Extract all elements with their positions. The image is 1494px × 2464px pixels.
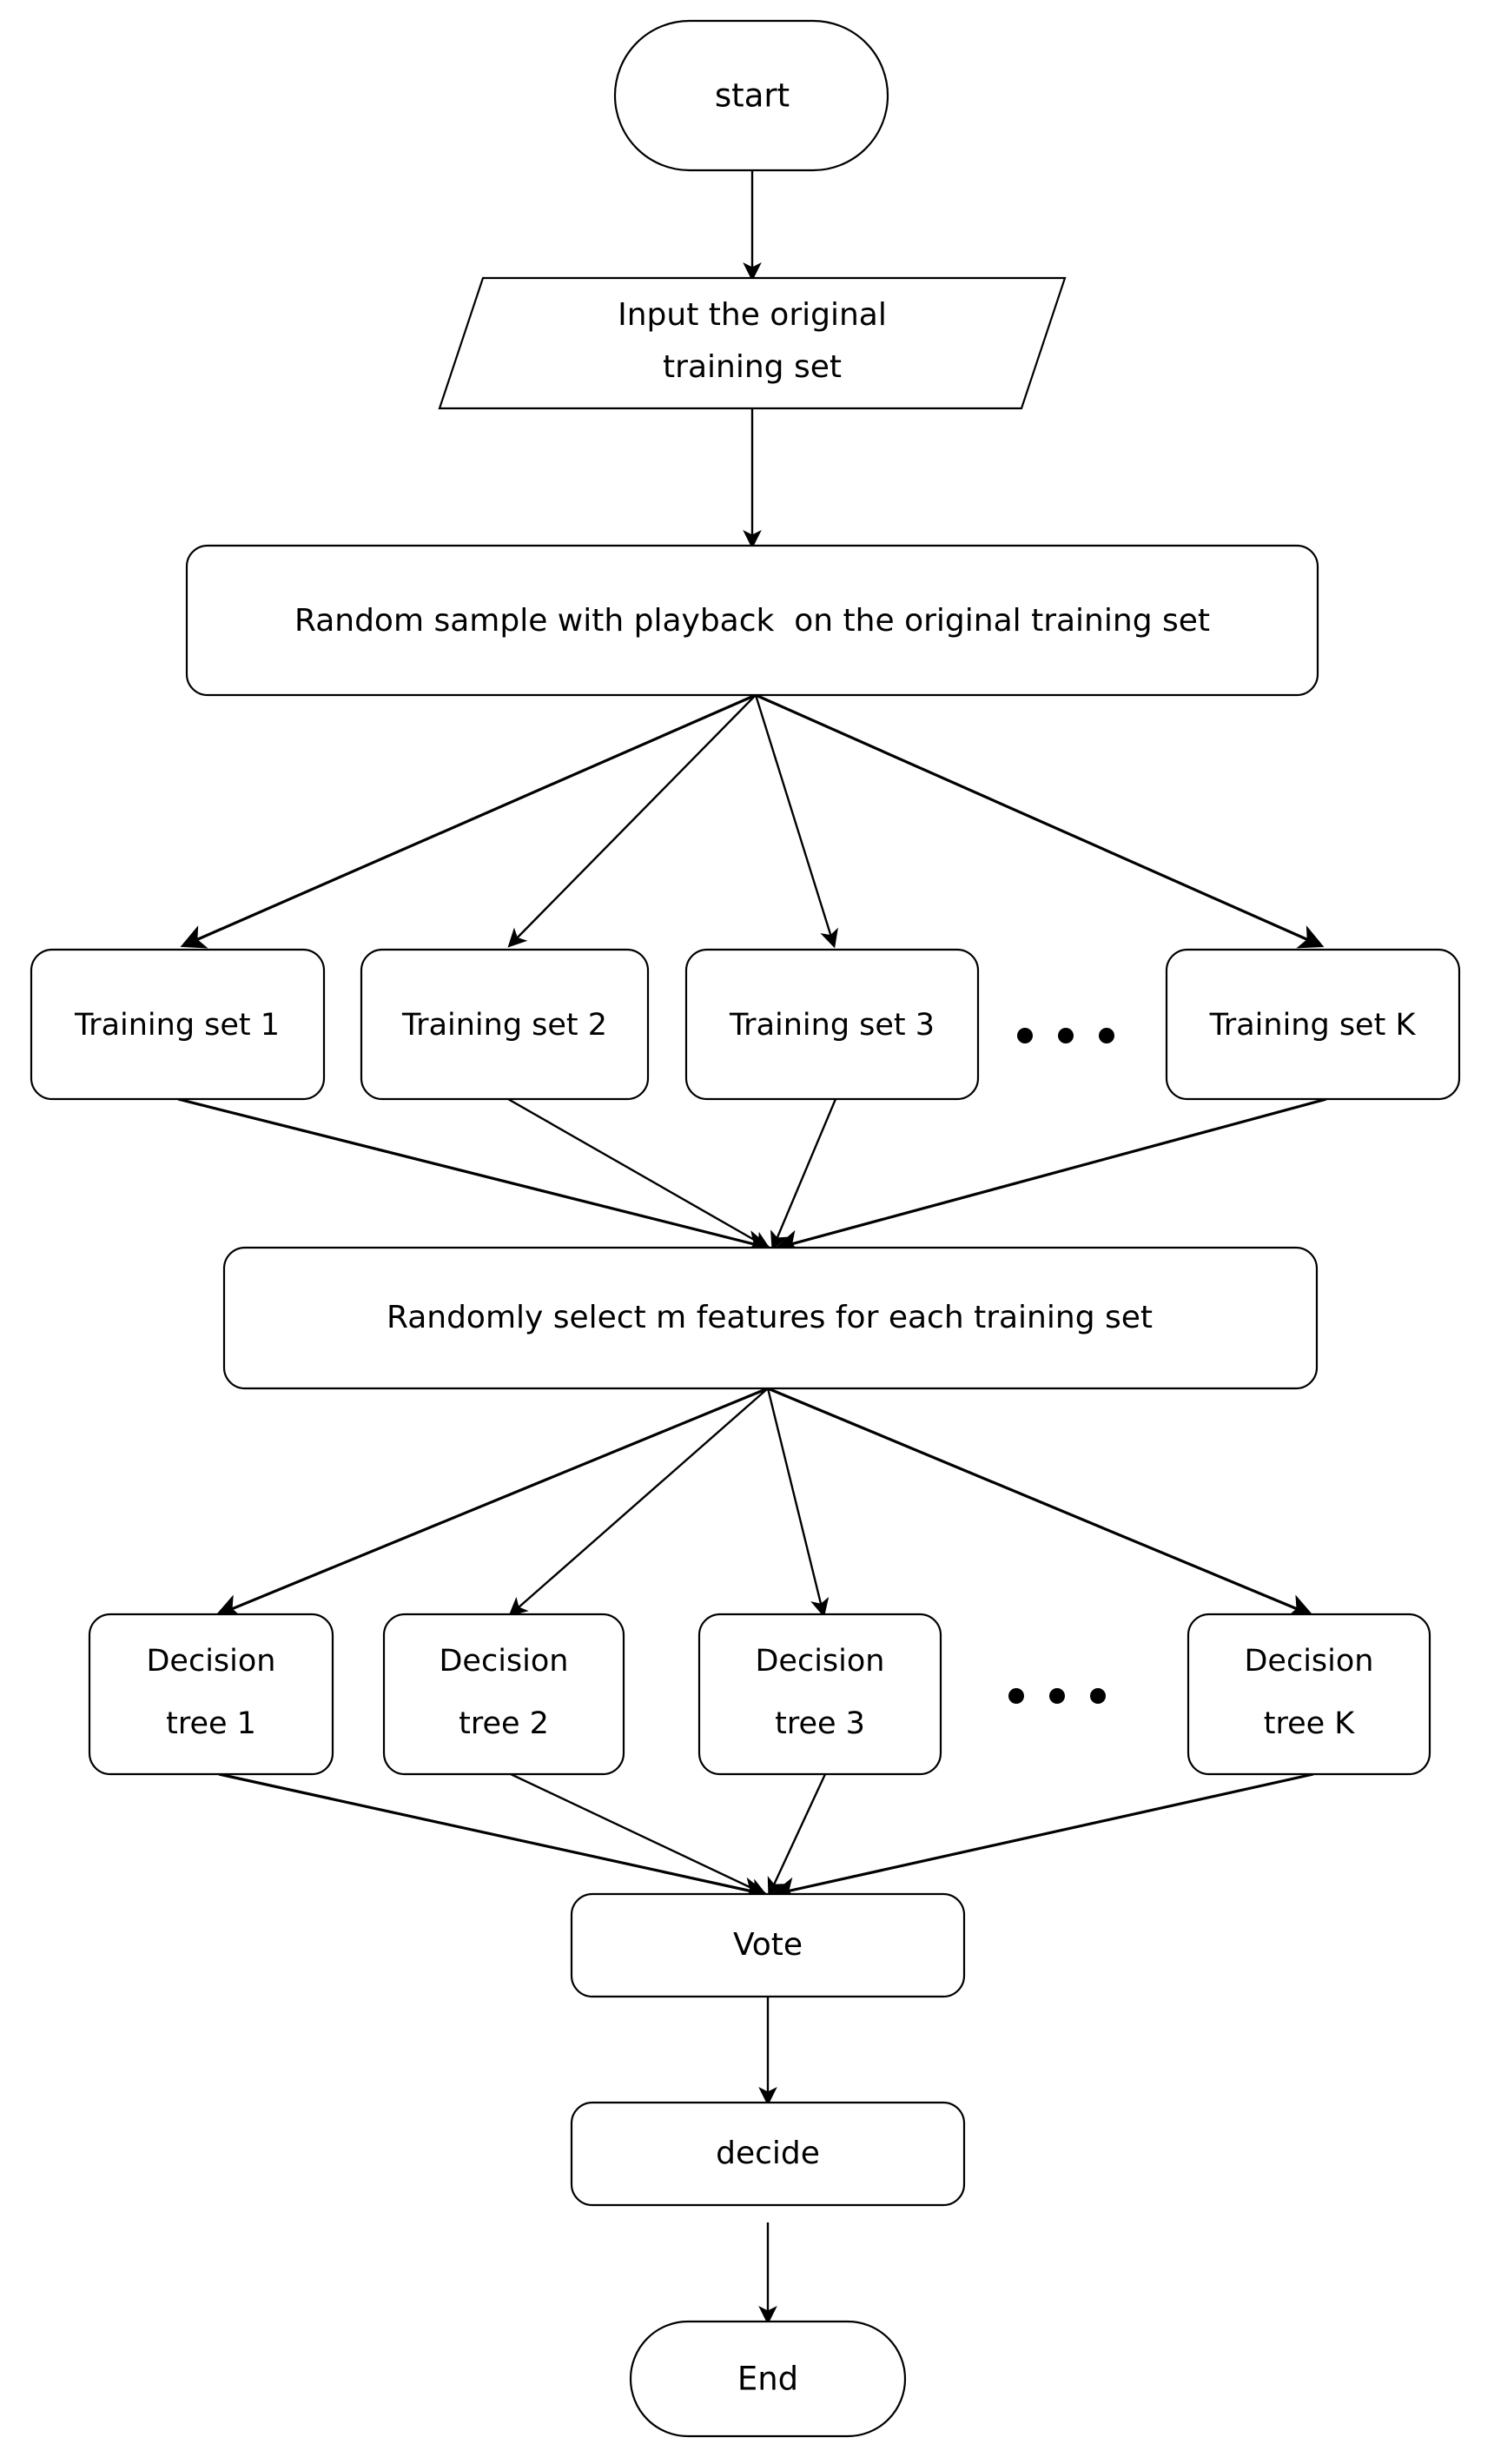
node-vote[interactable] [570,1892,966,1998]
node-input-label-line1: Input the original [618,297,887,333]
edge-training-set-k-to-select-features [774,1097,1327,1255]
node-select-features-label: Randomly select m features for each trai… [387,1300,1153,1335]
training-row-ellipsis [1017,1028,1114,1043]
edge-decision-tree-2-to-vote [510,1772,768,1897]
node-training-set-2[interactable] [360,948,650,1101]
node-random-sample-label: Random sample with playback on the origi… [294,603,1210,639]
node-training-set-k[interactable] [1165,948,1461,1101]
edge-training-set-2-to-select-features [507,1097,771,1249]
node-decision-tree-1-label-line1: Decision [146,1644,275,1679]
edge-select-features-to-decision-tree-3 [766,1388,830,1618]
edge-decision-tree-k-to-vote [770,1772,1314,1902]
node-decision-tree-k-label-line2: tree K [1264,1706,1356,1741]
decision-tree-row-ellipsis [1008,1688,1106,1704]
node-decision-tree-2-label-line2: tree 2 [459,1706,549,1741]
node-start[interactable] [613,19,889,172]
edge-decision-tree-1-to-vote [218,1772,769,1902]
node-training-set-1[interactable] [30,948,326,1101]
node-input-label-line2: training set [663,349,842,385]
edge-random-sample-to-training-set-3 [754,694,838,949]
node-training-set-3[interactable] [684,948,980,1101]
edge-select-features-to-decision-tree-2 [508,1388,769,1617]
node-start-label: start [715,77,790,115]
node-training-set-k-label: Training set K [1209,1008,1417,1043]
node-training-set-1-label: Training set 1 [74,1008,280,1043]
edge-random-sample-to-training-set-2 [507,694,757,948]
node-decision-tree-k-label-line1: Decision [1244,1644,1373,1679]
edge-training-set-1-to-select-features [177,1097,772,1255]
edge-random-sample-to-training-set-k [755,693,1325,949]
node-input[interactable] [438,276,1067,410]
node-random-sample[interactable] [185,544,1319,697]
edge-select-features-to-decision-tree-1 [215,1387,769,1619]
node-training-set-3-label: Training set 3 [729,1008,935,1043]
edge-training-set-3-to-select-features [770,1098,837,1251]
node-end-label: End [737,2361,798,2398]
node-decision-tree-3-label-line1: Decision [755,1644,884,1679]
node-select-features[interactable] [222,1246,1319,1390]
node-decision-tree-2[interactable] [382,1613,625,1776]
edge-random-sample-to-training-set-1 [180,693,757,949]
node-vote-label: Vote [733,1927,803,1963]
node-end[interactable] [629,2320,907,2438]
node-decision-tree-1-label-line2: tree 1 [166,1706,256,1741]
node-decide[interactable] [570,2101,966,2207]
edge-select-features-to-decision-tree-k [767,1387,1314,1619]
edge-decision-tree-3-to-vote [767,1773,827,1898]
node-decision-tree-3[interactable] [697,1613,942,1776]
node-decision-tree-3-label-line2: tree 3 [775,1706,865,1741]
node-decision-tree-1[interactable] [88,1613,334,1776]
node-training-set-2-label: Training set 2 [401,1008,607,1043]
node-decision-tree-2-label-line1: Decision [439,1644,568,1679]
node-decide-label: decide [716,2136,820,2171]
node-decision-tree-k[interactable] [1187,1613,1431,1776]
